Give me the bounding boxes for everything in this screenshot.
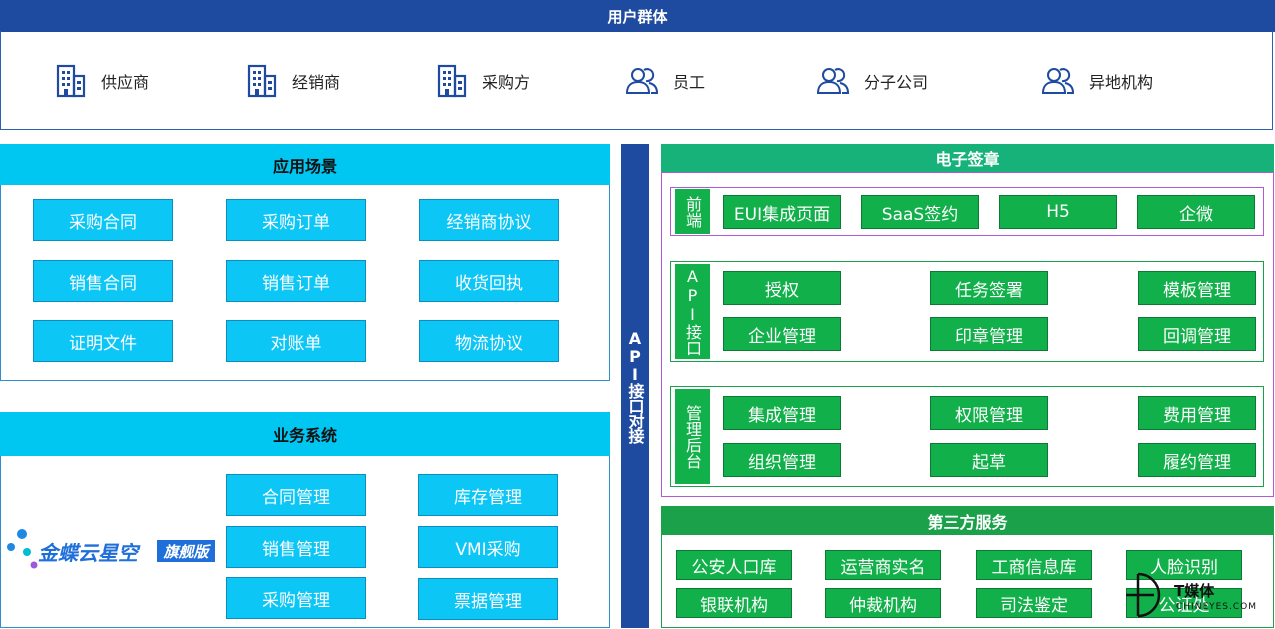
user-label: 分子公司: [864, 72, 929, 92]
admin-group: [670, 386, 1264, 487]
user-subsidiary: 分子公司: [816, 31, 928, 130]
esign-panel: [661, 172, 1274, 497]
building-icon: [436, 64, 468, 98]
apiif-group: [670, 261, 1264, 362]
user-purchaser: 采购方: [436, 31, 530, 130]
scene-sales-contract: 销售合同: [33, 260, 173, 302]
logo-text: 金蝶云星空: [38, 541, 138, 565]
people-icon: [625, 65, 659, 97]
logo-badge: 旗舰版: [157, 540, 215, 562]
third-arbitration: 仲裁机构: [825, 588, 941, 618]
esign-title: 电子签章: [661, 144, 1274, 172]
user-employee: 员工: [625, 31, 705, 130]
scenes-title: 应用场景: [0, 144, 610, 185]
admin-fulfillment-mgmt: 履约管理: [1138, 443, 1256, 477]
scene-purchase-order: 采购订单: [226, 199, 366, 241]
biz-inventory-mgmt: 库存管理: [418, 474, 558, 516]
user-dealer: 经销商: [246, 31, 340, 130]
admin-org-mgmt: 组织管理: [723, 443, 841, 477]
frontend-label: 前端: [675, 189, 710, 234]
api-label: API接口对接: [625, 329, 645, 443]
apiif-authorize: 授权: [723, 271, 841, 305]
admin-label: 管理后台: [675, 389, 710, 484]
apiif-task-sign: 任务签署: [930, 271, 1048, 305]
user-label: 供应商: [101, 72, 150, 92]
apiif-label: API接口: [675, 264, 710, 359]
watermark-site: CHINEYES.COM: [1176, 602, 1258, 612]
admin-permission-mgmt: 权限管理: [930, 396, 1048, 430]
third-face-recognition: 人脸识别: [1126, 550, 1242, 580]
scene-sales-order: 销售订单: [226, 260, 366, 302]
apiif-enterprise-mgmt: 企业管理: [723, 317, 841, 351]
people-icon: [816, 65, 850, 97]
watermark: T媒体 CHINEYES.COM: [1120, 568, 1275, 628]
apiif-template-mgmt: 模板管理: [1138, 271, 1256, 305]
kingdee-logo: 金蝶云星空 旗舰版: [6, 528, 216, 574]
third-judicial-appraisal: 司法鉴定: [976, 588, 1092, 618]
user-label: 员工: [673, 72, 706, 92]
third-title: 第三方服务: [661, 506, 1274, 535]
third-unionpay: 银联机构: [676, 588, 792, 618]
frontend-wecom: 企微: [1137, 195, 1255, 229]
scene-certificate: 证明文件: [33, 320, 173, 362]
biz-purchase-mgmt: 采购管理: [226, 577, 366, 619]
frontend-group: [670, 187, 1264, 236]
watermark-brand: T媒体: [1174, 582, 1215, 600]
user-label: 异地机构: [1089, 72, 1154, 92]
user-label: 采购方: [482, 72, 531, 92]
scene-statement: 对账单: [226, 320, 366, 362]
api-integration-bar: API接口对接: [621, 144, 649, 628]
third-police-db: 公安人口库: [676, 550, 792, 580]
user-label: 经销商: [292, 72, 341, 92]
scene-logistics-agreement: 物流协议: [419, 320, 559, 362]
watermark-logo-icon: [1126, 572, 1161, 618]
kingdee-logo-mark: [7, 529, 38, 569]
scene-receipt: 收货回执: [419, 260, 559, 302]
frontend-saas: SaaS签约: [861, 195, 979, 229]
biz-sales-mgmt: 销售管理: [226, 526, 366, 568]
apiif-seal-mgmt: 印章管理: [930, 317, 1048, 351]
user-remote-branch: 异地机构: [1041, 31, 1153, 130]
third-carrier-auth: 运营商实名: [825, 550, 941, 580]
people-icon: [1041, 65, 1075, 97]
third-business-db: 工商信息库: [976, 550, 1092, 580]
user-group-panel: 供应商 经销商 采购方 员工 分子公司 异地机构: [0, 31, 1273, 130]
scene-purchase-contract: 采购合同: [33, 199, 173, 241]
biz-vmi-purchase: VMI采购: [418, 526, 558, 568]
apiif-callback-mgmt: 回调管理: [1138, 317, 1256, 351]
building-icon: [55, 64, 87, 98]
biz-invoice-mgmt: 票据管理: [418, 578, 558, 620]
admin-draft: 起草: [930, 443, 1048, 477]
frontend-h5: H5: [999, 195, 1117, 229]
user-supplier: 供应商: [55, 31, 149, 130]
frontend-eui: EUI集成页面: [723, 195, 841, 229]
admin-integration-mgmt: 集成管理: [723, 396, 841, 430]
scene-dealer-agreement: 经销商协议: [419, 199, 559, 241]
building-icon: [246, 64, 278, 98]
user-group-title: 用户群体: [0, 0, 1275, 32]
biz-contract-mgmt: 合同管理: [226, 474, 366, 516]
biz-title: 业务系统: [0, 412, 610, 456]
admin-fee-mgmt: 费用管理: [1138, 396, 1256, 430]
third-notary: 公证处: [1126, 588, 1242, 618]
